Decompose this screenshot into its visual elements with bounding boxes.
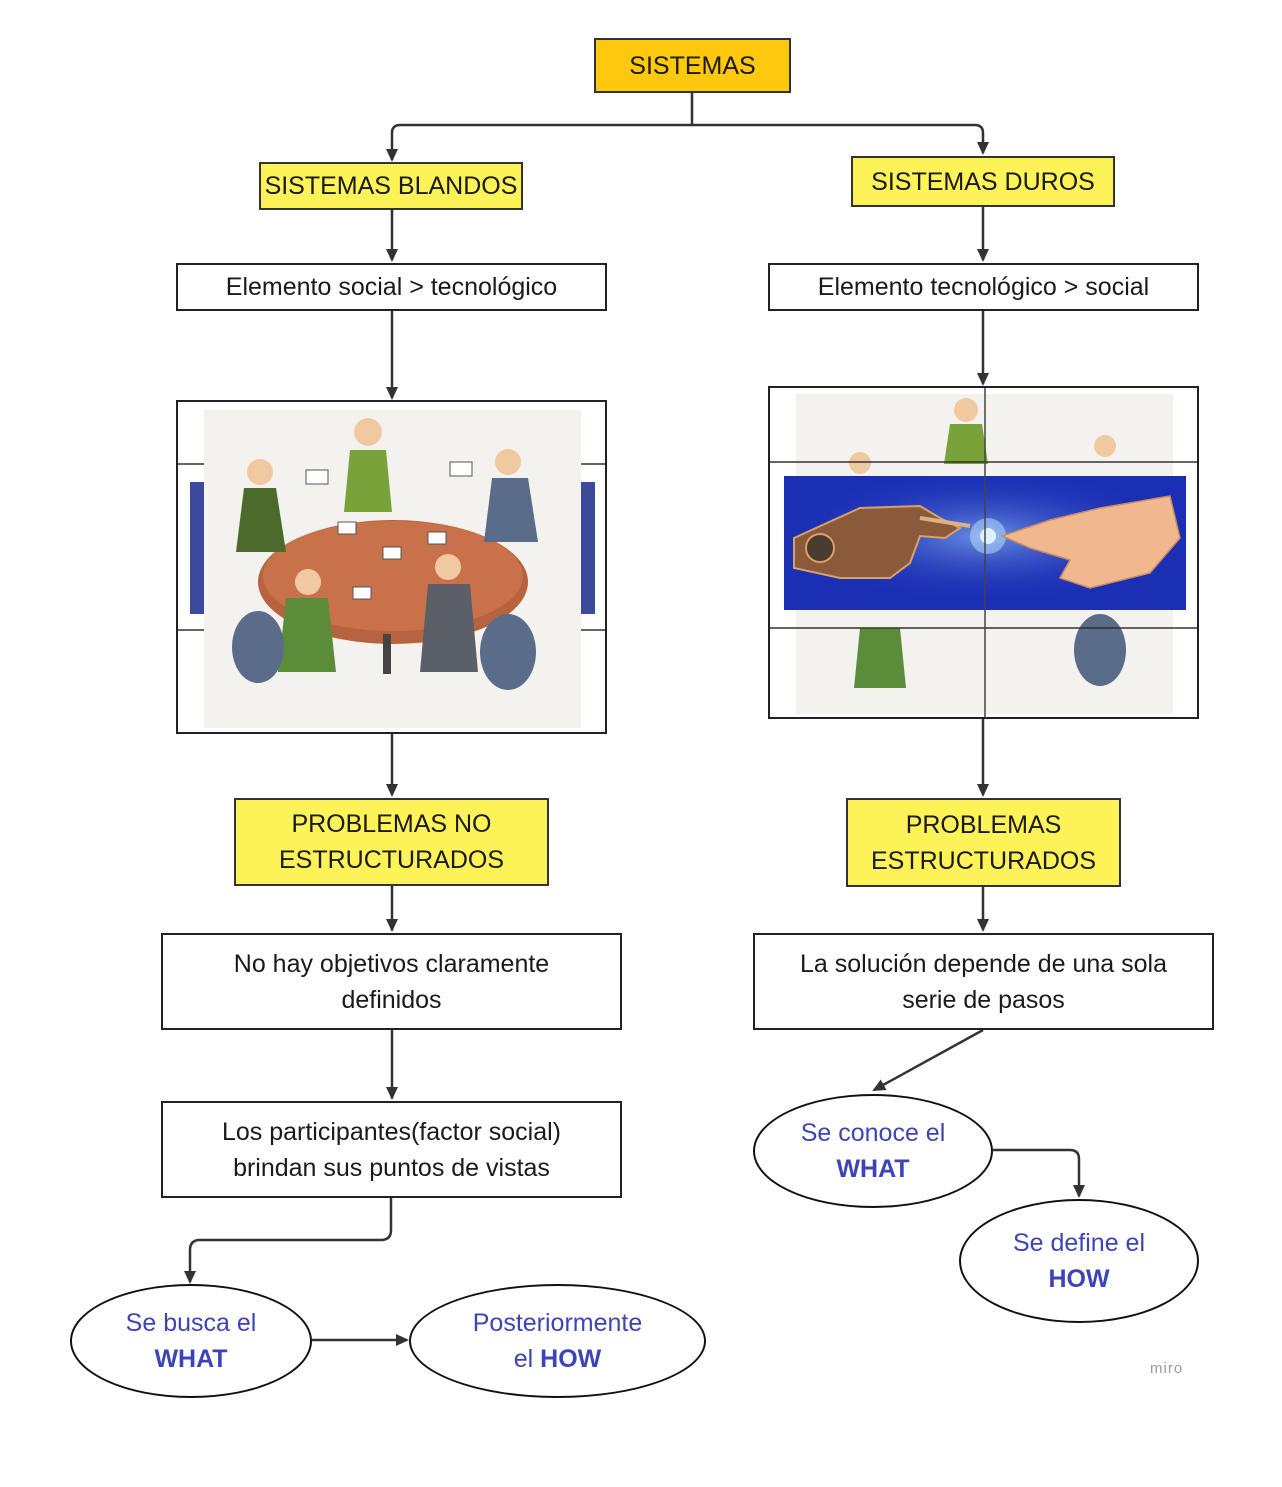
- oval-se-conoce-what: Se conoce el WHAT: [753, 1094, 993, 1208]
- oval-posteriormente-line2: el HOW: [514, 1341, 602, 1377]
- oval-se-conoce-text: Se conoce el: [800, 1119, 946, 1147]
- oval-se-define-text: Se define el: [1012, 1229, 1146, 1257]
- root-node-sistemas: SISTEMAS: [594, 38, 791, 93]
- node-la-solucion: La solución depende de una sola serie de…: [753, 933, 1214, 1030]
- node-los-participantes: Los participantes(factor social) brindan…: [161, 1101, 622, 1198]
- meeting-table-illustration: [176, 400, 607, 734]
- node-sistemas-duros-label: SISTEMAS DUROS: [871, 167, 1095, 196]
- edge-root-right: [692, 123, 989, 155]
- oval-posteriormente-text: Posteriormente: [472, 1309, 643, 1337]
- node-sistemas-duros: SISTEMAS DUROS: [851, 156, 1115, 207]
- oval-posteriormente-how: HOW: [540, 1345, 602, 1373]
- node-problemas-no-estructurados: PROBLEMAS NO ESTRUCTURADOS: [234, 798, 549, 886]
- node-elemento-social: Elemento social > tecnológico: [176, 263, 607, 311]
- node-los-participantes-label: Los participantes(factor social) brindan…: [221, 1117, 562, 1182]
- miro-watermark: miro: [1150, 1360, 1184, 1377]
- node-no-hay-objetivos: No hay objetivos claramente definidos: [161, 933, 622, 1030]
- oval-se-busca-text: Se busca el: [125, 1309, 257, 1337]
- root-node-label: SISTEMAS: [629, 51, 756, 80]
- node-problemas-estructurados: PROBLEMAS ESTRUCTURADOS: [846, 798, 1121, 887]
- oval-se-define-how: HOW: [1048, 1265, 1110, 1293]
- node-problemas-estructurados-label: PROBLEMAS ESTRUCTURADOS: [870, 810, 1096, 875]
- edge-right-oval1-oval2: [993, 1148, 1085, 1198]
- node-elemento-tecnologico: Elemento tecnológico > social: [768, 263, 1199, 311]
- node-problemas-no-estructurados-label: PROBLEMAS NO ESTRUCTURADOS: [278, 810, 504, 874]
- node-sistemas-blandos-label: SISTEMAS BLANDOS: [264, 172, 518, 200]
- oval-se-conoce-what: WHAT: [836, 1155, 910, 1183]
- oval-se-busca-what: Se busca el WHAT: [70, 1284, 312, 1398]
- oval-se-busca-what: WHAT: [154, 1345, 228, 1373]
- robot-human-hands-illustration: [768, 386, 1199, 719]
- oval-se-define-how: Se define el HOW: [959, 1199, 1199, 1323]
- edge-left-detail2-oval1: [184, 1198, 393, 1284]
- edge-root-left: [386, 92, 694, 162]
- meeting-table-icon: [178, 402, 605, 732]
- node-sistemas-blandos: SISTEMAS BLANDOS: [259, 162, 523, 210]
- edge-right-detail1-oval1: [872, 1028, 984, 1092]
- oval-posteriormente-prefix: el: [513, 1345, 541, 1373]
- node-elemento-social-label: Elemento social > tecnológico: [225, 273, 558, 301]
- node-no-hay-objetivos-label: No hay objetivos claramente definidos: [233, 949, 550, 1014]
- node-la-solucion-label: La solución depende de una sola serie de…: [800, 949, 1167, 1014]
- oval-posteriormente-how: Posteriormente el HOW: [409, 1284, 706, 1398]
- robot-hand-icon: [770, 388, 1197, 717]
- node-elemento-tecnologico-label: Elemento tecnológico > social: [817, 273, 1150, 301]
